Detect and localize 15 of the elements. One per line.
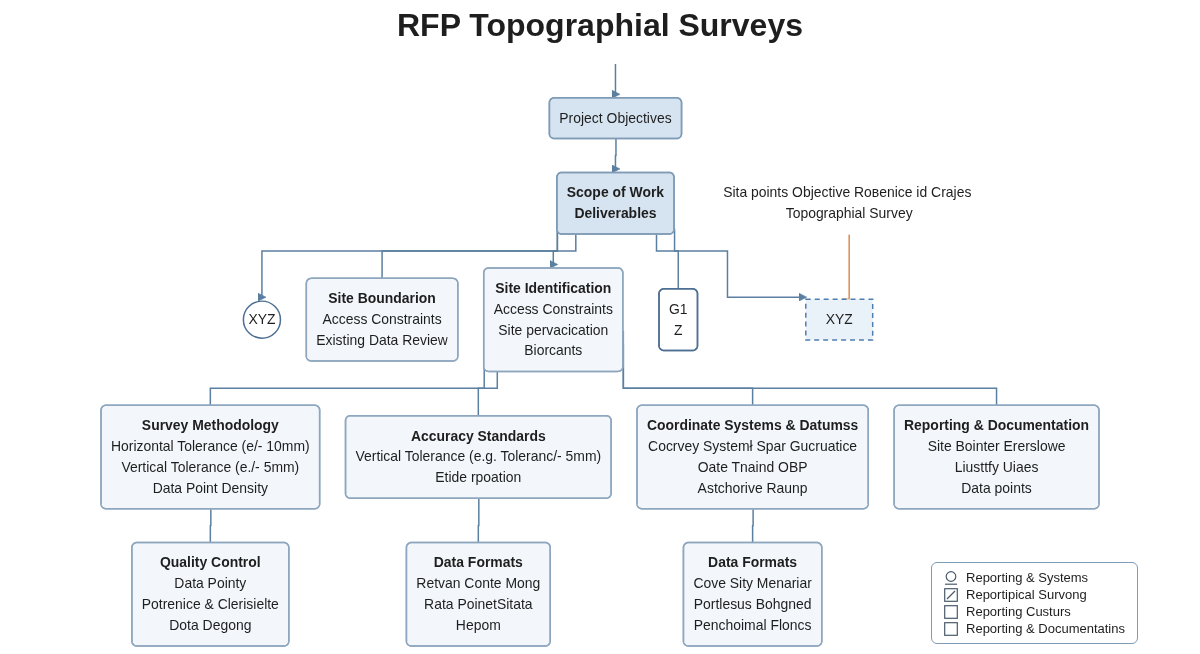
connector <box>477 498 480 544</box>
arrow <box>611 63 621 99</box>
connector <box>477 371 499 417</box>
connector <box>751 508 754 544</box>
title: RFP Topographial Surveys <box>397 6 803 44</box>
node-text: Sita points Objective Roвenice id Crajes Topographial Survey <box>723 184 972 222</box>
legend-label: Reportipical Survong <box>966 586 1087 603</box>
legend-label: Reporting & Documentatins <box>966 620 1125 637</box>
legend-label: Reporting Custurs <box>966 603 1071 620</box>
node-circle: XYZ <box>242 300 282 339</box>
node-box: XYZ <box>805 298 874 341</box>
legend-label: Reporting & Systems <box>966 569 1089 586</box>
arrow <box>549 233 577 269</box>
connector <box>209 508 212 544</box>
arrow <box>611 138 621 174</box>
